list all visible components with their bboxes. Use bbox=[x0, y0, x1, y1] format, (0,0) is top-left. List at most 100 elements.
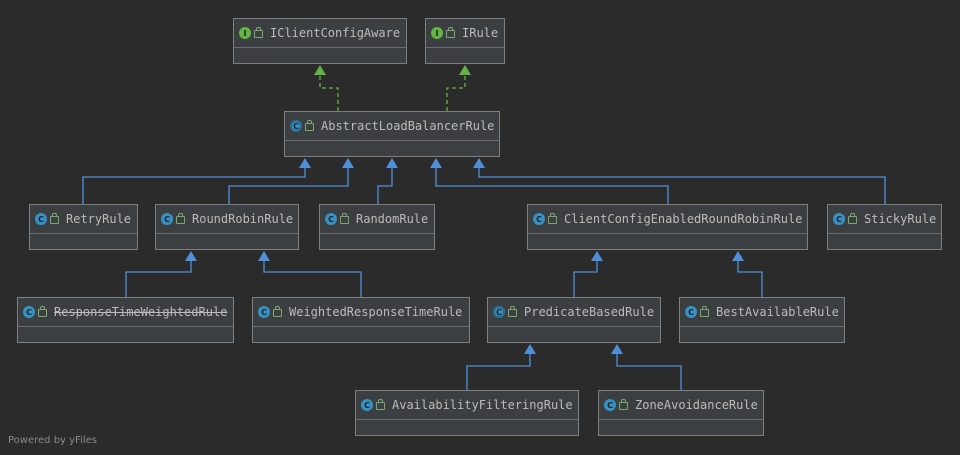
arrowhead-icon bbox=[258, 251, 270, 261]
class-node-header: C RandomRule bbox=[320, 205, 434, 233]
public-access-icon bbox=[700, 306, 709, 317]
class-node-divider bbox=[488, 326, 660, 327]
class-node-divider bbox=[356, 419, 578, 420]
arrowhead-icon bbox=[299, 158, 311, 168]
public-access-icon bbox=[305, 120, 314, 131]
class-name: IClientConfigAware bbox=[270, 26, 401, 40]
class-node-client-config-enabled-round-robin-rule[interactable]: C ClientConfigEnabledRoundRobinRule bbox=[527, 204, 808, 250]
class-node-divider bbox=[599, 419, 763, 420]
class-node-divider bbox=[320, 233, 434, 234]
interface-icon: I bbox=[431, 27, 443, 39]
interface-icon: I bbox=[239, 27, 251, 39]
class-name: ZoneAvoidanceRule bbox=[635, 398, 758, 412]
class-node-header: C BestAvailableRule bbox=[680, 298, 844, 326]
class-node-header: C RetryRule bbox=[30, 205, 137, 233]
public-access-icon bbox=[273, 306, 282, 317]
arrowhead-icon bbox=[314, 65, 326, 75]
class-icon: C bbox=[361, 399, 373, 411]
public-access-icon bbox=[376, 399, 385, 410]
arrowhead-icon bbox=[430, 158, 442, 168]
class-node-divider bbox=[234, 47, 406, 48]
arrowhead-icon bbox=[459, 65, 471, 75]
class-icon: C bbox=[685, 306, 697, 318]
arrowhead-icon bbox=[732, 251, 744, 261]
class-node-divider bbox=[156, 233, 298, 234]
class-node-divider bbox=[828, 233, 941, 234]
edge-extends bbox=[616, 354, 682, 390]
class-node-header: C ClientConfigEnabledRoundRobinRule bbox=[528, 205, 807, 233]
edge-extends bbox=[377, 168, 393, 204]
class-node-divider bbox=[18, 326, 233, 327]
public-access-icon bbox=[446, 27, 455, 38]
class-name: RoundRobinRule bbox=[192, 212, 294, 226]
class-node-divider bbox=[528, 233, 807, 234]
edge-extends bbox=[435, 168, 669, 204]
class-name: RandomRule bbox=[356, 212, 429, 226]
public-access-icon bbox=[508, 306, 517, 317]
class-node-round-robin-rule[interactable]: C RoundRobinRule bbox=[155, 204, 299, 250]
edge-implements bbox=[319, 75, 339, 111]
class-node-header: C AbstractLoadBalancerRule bbox=[285, 112, 499, 140]
class-node-random-rule[interactable]: C RandomRule bbox=[319, 204, 435, 250]
class-node-best-available-rule[interactable]: C BestAvailableRule bbox=[679, 297, 845, 343]
class-node-response-time-weighted-rule[interactable]: C ResponseTimeWeightedRule bbox=[17, 297, 234, 343]
arrowhead-icon bbox=[386, 158, 398, 168]
arrowhead-icon bbox=[185, 251, 197, 261]
class-node-divider bbox=[30, 233, 137, 234]
class-node-irule[interactable]: I IRule bbox=[425, 18, 505, 64]
class-name: PredicateBasedRule bbox=[524, 305, 655, 319]
class-name: IRule bbox=[462, 26, 499, 40]
edge-extends bbox=[263, 261, 362, 297]
class-name: ClientConfigEnabledRoundRobinRule bbox=[564, 212, 803, 226]
class-icon: C bbox=[325, 213, 337, 225]
public-access-icon bbox=[619, 399, 628, 410]
class-node-availability-filtering-rule[interactable]: C AvailabilityFilteringRule bbox=[355, 390, 579, 436]
class-node-divider bbox=[285, 140, 499, 141]
edge-extends bbox=[478, 168, 886, 204]
class-node-divider bbox=[253, 326, 469, 327]
class-node-abstract-load-balancer-rule[interactable]: C AbstractLoadBalancerRule bbox=[284, 111, 500, 157]
edge-extends bbox=[737, 261, 763, 297]
class-name: RetryRule bbox=[66, 212, 132, 226]
edge-extends bbox=[466, 354, 531, 390]
class-icon: C bbox=[35, 213, 47, 225]
edge-extends bbox=[125, 261, 192, 297]
class-node-header: C RoundRobinRule bbox=[156, 205, 298, 233]
edge-extends bbox=[228, 168, 349, 204]
class-name: StickyRule bbox=[864, 212, 937, 226]
class-name: AvailabilityFilteringRule bbox=[392, 398, 573, 412]
class-name: AbstractLoadBalancerRule bbox=[321, 119, 495, 133]
arrowhead-icon bbox=[611, 344, 623, 354]
arrowhead-icon bbox=[591, 251, 603, 261]
public-access-icon bbox=[38, 306, 47, 317]
class-node-retry-rule[interactable]: C RetryRule bbox=[29, 204, 138, 250]
edge-extends bbox=[82, 168, 306, 204]
class-node-divider bbox=[680, 326, 844, 327]
public-access-icon bbox=[848, 213, 857, 224]
class-icon: C bbox=[161, 213, 173, 225]
class-name: ResponseTimeWeightedRule bbox=[54, 305, 228, 319]
class-node-header: C ResponseTimeWeightedRule bbox=[18, 298, 233, 326]
class-node-header: C AvailabilityFilteringRule bbox=[356, 391, 578, 419]
public-access-icon bbox=[254, 27, 263, 38]
class-icon: C bbox=[23, 306, 35, 318]
arrowhead-icon bbox=[524, 344, 536, 354]
public-access-icon bbox=[176, 213, 185, 224]
public-access-icon bbox=[50, 213, 59, 224]
class-icon: C bbox=[533, 213, 545, 225]
arrowhead-icon bbox=[473, 158, 485, 168]
edge-implements bbox=[446, 75, 466, 111]
class-node-header: I IClientConfigAware bbox=[234, 19, 406, 47]
abstract-class-icon: C bbox=[290, 120, 302, 132]
class-node-iclient-config-aware[interactable]: I IClientConfigAware bbox=[233, 18, 407, 64]
public-access-icon bbox=[340, 213, 349, 224]
class-name: BestAvailableRule bbox=[716, 305, 839, 319]
